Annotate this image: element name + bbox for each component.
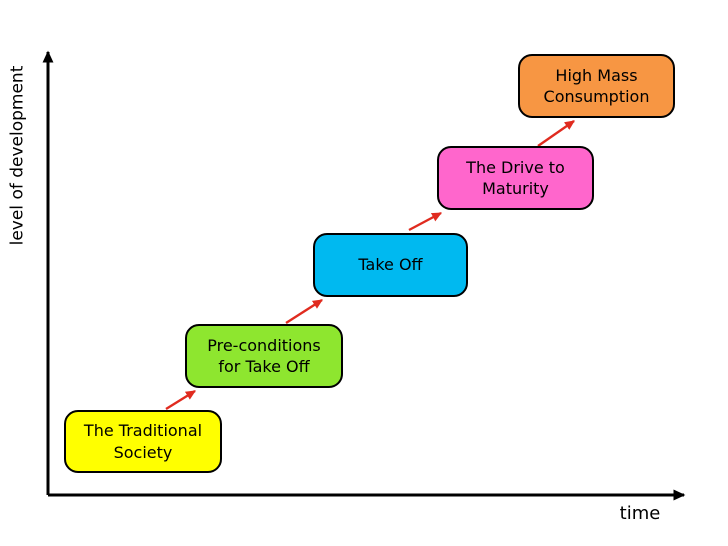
stage-label-line: Maturity	[482, 179, 549, 198]
stage-label-line: The Traditional	[83, 421, 203, 441]
stage-label-line: The Drive to	[466, 157, 565, 177]
x-axis-label: time	[619, 503, 661, 524]
arrow-takeoff-to-maturity	[408, 211, 443, 232]
stage-box-take-off: Take Off	[313, 233, 468, 297]
stage-box-pre-conditions: Pre-conditions for Take Off	[185, 324, 343, 388]
stage-box-drive-to-maturity: The Drive to Maturity	[437, 146, 594, 210]
arrow-preconditions-to-takeoff	[285, 298, 323, 325]
stage-box-traditional-society: The Traditional Society	[64, 410, 222, 473]
stage-label-line: High Mass	[555, 65, 638, 85]
stage-label-line: Consumption	[543, 87, 650, 106]
stage-box-high-mass-consumption: High Mass Consumption	[518, 54, 675, 118]
y-axis-label: level of development	[7, 65, 28, 246]
stage-label-line: Society	[113, 442, 173, 462]
stage-label-line: for Take Off	[218, 357, 310, 376]
arrow-traditional-to-preconditions	[165, 389, 196, 411]
stage-label-line: Take Off	[358, 255, 423, 275]
stage-label-line: Pre-conditions	[207, 335, 321, 355]
arrow-maturity-to-consumption	[537, 120, 575, 147]
